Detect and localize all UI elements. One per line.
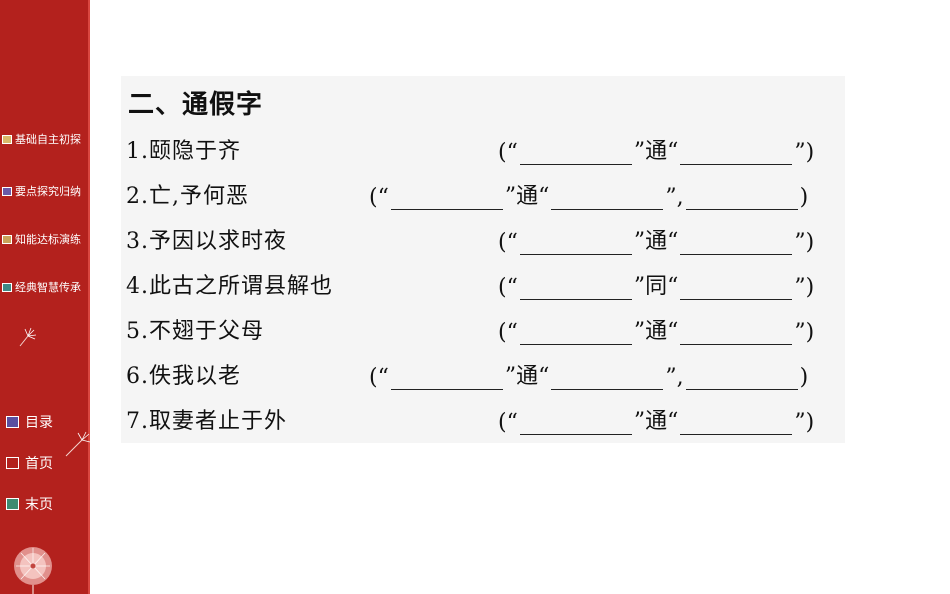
blank-line (680, 412, 793, 435)
sidebar-edge (88, 0, 90, 594)
relation-text: ”通“ (633, 409, 679, 434)
square-icon (2, 186, 12, 196)
sidebar-link-label: 目录 (25, 415, 53, 431)
square-icon (6, 416, 19, 428)
answer-blanks: (“ ”通“ ”, ) (369, 358, 808, 390)
sidebar-link-label: 末页 (25, 497, 53, 513)
sidebar-link-contents[interactable]: 目录 (6, 412, 53, 432)
quote-open: (“ (498, 140, 518, 165)
blank-line (680, 232, 793, 255)
question-text: 6.佚我以老 (126, 364, 241, 389)
square-icon (2, 282, 12, 292)
sidebar-item-classics[interactable]: 经典智慧传承 (0, 279, 90, 295)
question-text: 1.颐隐于齐 (126, 139, 241, 164)
list-item: 1.颐隐于齐 (“ ”通“ ”) (126, 133, 846, 165)
relation-text: ”通“ (633, 139, 679, 164)
quote-open: (“ (498, 320, 518, 345)
quote-close: ”) (794, 410, 815, 435)
quote-open: (“ (498, 275, 518, 300)
quote-open: (“ (369, 365, 389, 390)
list-item: 4.此古之所谓县解也 (“ ”同“ ”) (126, 268, 846, 300)
answer-blanks: (“ ”通“ ”, ) (369, 178, 808, 210)
relation-text: ”通“ (633, 229, 679, 254)
dandelion-flower-icon (14, 547, 52, 594)
answer-blanks: (“ ”通“ ”) (498, 313, 814, 345)
answer-blanks: (“ ”同“ ”) (498, 268, 814, 300)
quote-close: ) (799, 365, 809, 390)
sidebar-link-label: 首页 (25, 456, 53, 472)
quote-close: ”) (794, 275, 815, 300)
sidebar-item-key-points[interactable]: 要点探究归纳 (0, 183, 90, 199)
blank-line (519, 232, 632, 255)
relation-text: ”通“ (504, 184, 550, 209)
quote-tail: ”, (665, 185, 684, 210)
blank-line (519, 142, 632, 165)
answer-blanks: (“ ”通“ ”) (498, 403, 814, 435)
question-text: 2.亡,予何恶 (126, 184, 249, 209)
sidebar (0, 0, 90, 594)
question-text: 5.不翅于父母 (126, 319, 264, 344)
blank-line (680, 322, 793, 345)
relation-text: ”通“ (504, 364, 550, 389)
blank-line (390, 187, 503, 210)
dandelion-seed-icon (19, 327, 37, 347)
sidebar-item-label: 基础自主初探 (15, 133, 81, 146)
quote-close: ”) (794, 320, 815, 345)
content-panel (121, 76, 845, 443)
blank-line (519, 322, 632, 345)
quote-open: (“ (369, 185, 389, 210)
answer-blanks: (“ ”通“ ”) (498, 223, 814, 255)
quote-open: (“ (498, 230, 518, 255)
relation-text: ”通“ (633, 319, 679, 344)
question-text: 4.此古之所谓县解也 (126, 274, 333, 299)
quote-tail: ”, (665, 365, 684, 390)
sidebar-item-label: 要点探究归纳 (15, 185, 81, 198)
quote-close: ”) (794, 140, 815, 165)
sidebar-item-practice[interactable]: 知能达标演练 (0, 231, 90, 247)
sidebar-link-last[interactable]: 末页 (6, 494, 53, 514)
sidebar-link-home[interactable]: 首页 (6, 453, 53, 473)
sidebar-item-basic[interactable]: 基础自主初探 (0, 131, 90, 147)
list-item: 2.亡,予何恶 (“ ”通“ ”, ) (126, 178, 846, 210)
list-item: 3.予因以求时夜 (“ ”通“ ”) (126, 223, 846, 255)
sidebar-item-label: 经典智慧传承 (15, 281, 81, 294)
list-item: 5.不翅于父母 (“ ”通“ ”) (126, 313, 846, 345)
blank-line (519, 277, 632, 300)
dandelion-seed-icon (65, 431, 91, 457)
list-item: 6.佚我以老 (“ ”通“ ”, ) (126, 358, 846, 390)
blank-line (519, 412, 632, 435)
list-item: 7.取妻者止于外 (“ ”通“ ”) (126, 403, 846, 435)
quote-close: ) (799, 185, 809, 210)
blank-line (685, 367, 798, 390)
answer-blanks: (“ ”通“ ”) (498, 133, 814, 165)
question-text: 7.取妻者止于外 (126, 409, 287, 434)
square-icon (2, 134, 12, 144)
square-icon (2, 234, 12, 244)
quote-open: (“ (498, 410, 518, 435)
sidebar-item-label: 知能达标演练 (15, 233, 81, 246)
section-title: 二、通假字 (128, 90, 264, 120)
blank-line (685, 187, 798, 210)
relation-text: ”同“ (633, 274, 679, 299)
quote-close: ”) (794, 230, 815, 255)
blank-line (551, 187, 664, 210)
square-icon (6, 498, 19, 510)
square-icon (6, 457, 19, 469)
blank-line (680, 142, 793, 165)
blank-line (551, 367, 664, 390)
blank-line (390, 367, 503, 390)
blank-line (680, 277, 793, 300)
question-text: 3.予因以求时夜 (126, 229, 287, 254)
